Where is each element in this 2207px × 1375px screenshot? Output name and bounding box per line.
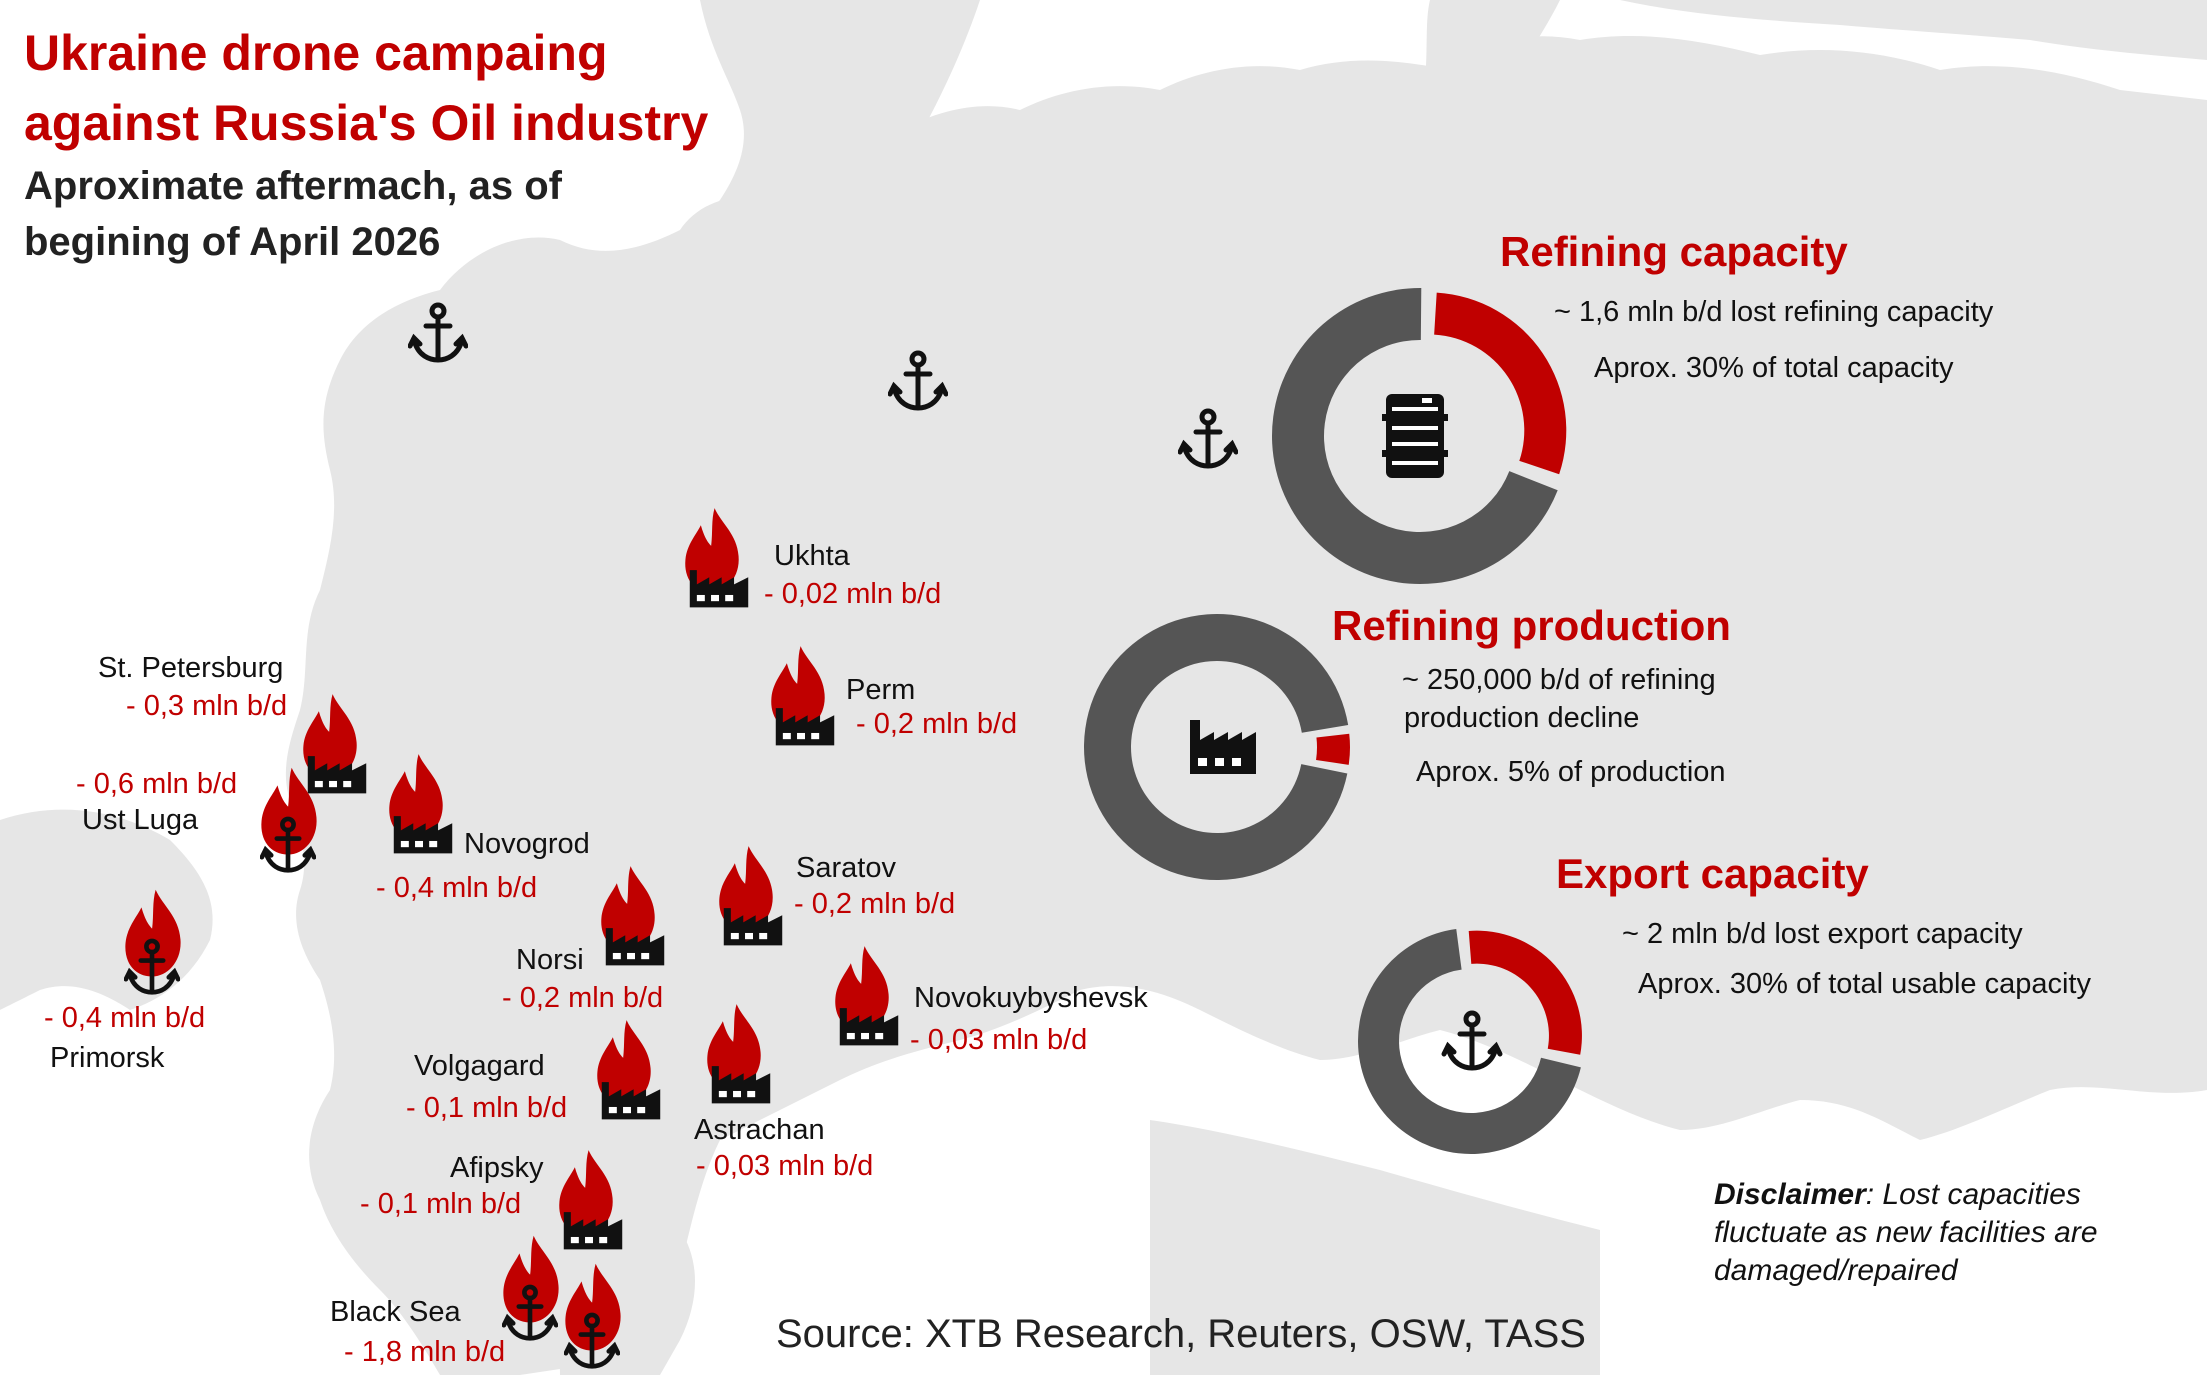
donut-export-capacity <box>1358 928 1582 1154</box>
refining-production-title: Refining production <box>1332 602 1731 649</box>
facility-ust-luga-name: Ust Luga <box>82 804 199 836</box>
fire-refinery-icon <box>559 1150 623 1250</box>
facility-perm-name: Perm <box>846 674 916 706</box>
refining-capacity-title: Refining capacity <box>1500 228 1848 275</box>
facility-novokuybyshevsk-name: Novokuybyshevsk <box>914 982 1148 1014</box>
donut-slice-remaining <box>1272 288 1558 584</box>
fire-refinery-icon <box>771 646 835 746</box>
fire-refinery-icon <box>835 946 899 1046</box>
facility-afipsky-name: Afipsky <box>450 1152 544 1184</box>
disclaimer-label: Disclaimer <box>1714 1178 1866 1211</box>
facility-st-petersburg-name: St. Petersburg <box>98 652 284 684</box>
arctic-land <box>1387 0 1560 231</box>
facility-novogrod-name: Novogrod <box>464 828 590 860</box>
refining-capacity-line-2: Aprox. 30% of total capacity <box>1594 352 1954 384</box>
fire-refinery-icon <box>707 1004 771 1104</box>
facility-volgagard-loss: - 0,1 mln b/d <box>406 1092 568 1124</box>
facility-primorsk-name: Primorsk <box>50 1042 165 1074</box>
refining-production-line-2: production decline <box>1404 702 1640 734</box>
subtitle-line-1: Aproximate aftermach, as of <box>24 164 562 208</box>
title-line-2: against Russia's Oil industry <box>24 95 709 151</box>
donut-refining-production <box>1084 614 1350 880</box>
export-capacity-line-1: ~ 2 mln b/d lost export capacity <box>1622 918 2023 950</box>
donut-slice-remaining <box>1358 928 1581 1154</box>
fire-anchor-icon <box>118 889 181 998</box>
central-asia-land <box>1150 1120 1600 1375</box>
fire-refinery-icon <box>601 866 665 966</box>
fire-anchor-icon <box>496 1235 559 1344</box>
disclaimer: Disclaimer: Lost capacities fluctuate as… <box>1714 1176 2134 1290</box>
refining-production-line-3: Aprox. 5% of production <box>1416 756 1726 788</box>
refining-production-line-1: ~ 250,000 b/d of refining <box>1402 664 1716 696</box>
facility-novokuybyshevsk-loss: - 0,03 mln b/d <box>910 1024 1088 1056</box>
source-note: Source: XTB Research, Reuters, OSW, TASS <box>776 1312 1586 1356</box>
title-line-1: Ukraine drone campaing <box>24 25 608 81</box>
facility-perm-loss: - 0,2 mln b/d <box>856 708 1018 740</box>
fire-refinery-icon <box>719 846 783 946</box>
fire-anchor-icon <box>558 1263 621 1372</box>
facility-volgagard-name: Volgagard <box>414 1050 545 1082</box>
facility-st-petersburg-loss: - 0,3 mln b/d <box>126 690 288 722</box>
arctic-land-2 <box>1620 0 2207 60</box>
facility-primorsk-loss: - 0,4 mln b/d <box>44 1002 206 1034</box>
anchor-icon <box>1441 1010 1503 1071</box>
scandinavia-land <box>687 0 980 304</box>
fire-refinery-icon <box>597 1020 661 1120</box>
subtitle-line-2: begining of April 2026 <box>24 220 441 264</box>
donut-slice-lost <box>1316 733 1350 765</box>
facility-black-sea-loss: - 1,8 mln b/d <box>344 1336 506 1368</box>
facility-novogrod-loss: - 0,4 mln b/d <box>376 872 538 904</box>
anchor-icon <box>408 302 468 363</box>
fire-refinery-icon <box>389 754 453 854</box>
facility-astrachan-name: Astrachan <box>694 1114 825 1146</box>
facility-norsi-loss: - 0,2 mln b/d <box>502 982 664 1014</box>
facility-black-sea-name: Black Sea <box>330 1296 461 1328</box>
facility-afipsky-loss: - 0,1 mln b/d <box>360 1188 522 1220</box>
facility-saratov-name: Saratov <box>796 852 896 884</box>
facility-saratov-loss: - 0,2 mln b/d <box>794 888 956 920</box>
donut-refining-capacity <box>1272 288 1567 584</box>
donut-slice-lost <box>1434 292 1567 475</box>
facility-ukhta-loss: - 0,02 mln b/d <box>764 578 942 610</box>
fire-anchor-icon <box>254 767 317 876</box>
facility-ukhta-name: Ukhta <box>774 540 850 572</box>
fire-refinery-icon <box>685 508 749 608</box>
oil-barrel-icon <box>1382 394 1448 478</box>
factory-icon <box>1190 720 1256 774</box>
donut-slice-lost <box>1468 930 1582 1055</box>
export-capacity-title: Export capacity <box>1556 850 1869 897</box>
russia-land <box>285 35 2207 1375</box>
anchor-icon <box>1178 408 1238 469</box>
disclaimer-text: : Lost capacities fluctuate as new facil… <box>1714 1178 2098 1287</box>
facility-astrachan-loss: - 0,03 mln b/d <box>696 1150 874 1182</box>
facility-ust-luga-loss: - 0,6 mln b/d <box>76 768 238 800</box>
donut-slice-remaining <box>1084 614 1349 880</box>
facility-norsi-name: Norsi <box>516 944 584 976</box>
anchor-icon <box>888 350 948 411</box>
export-capacity-line-2: Aprox. 30% of total usable capacity <box>1638 968 2091 1000</box>
refining-capacity-line-1: ~ 1,6 mln b/d lost refining capacity <box>1554 296 1994 328</box>
